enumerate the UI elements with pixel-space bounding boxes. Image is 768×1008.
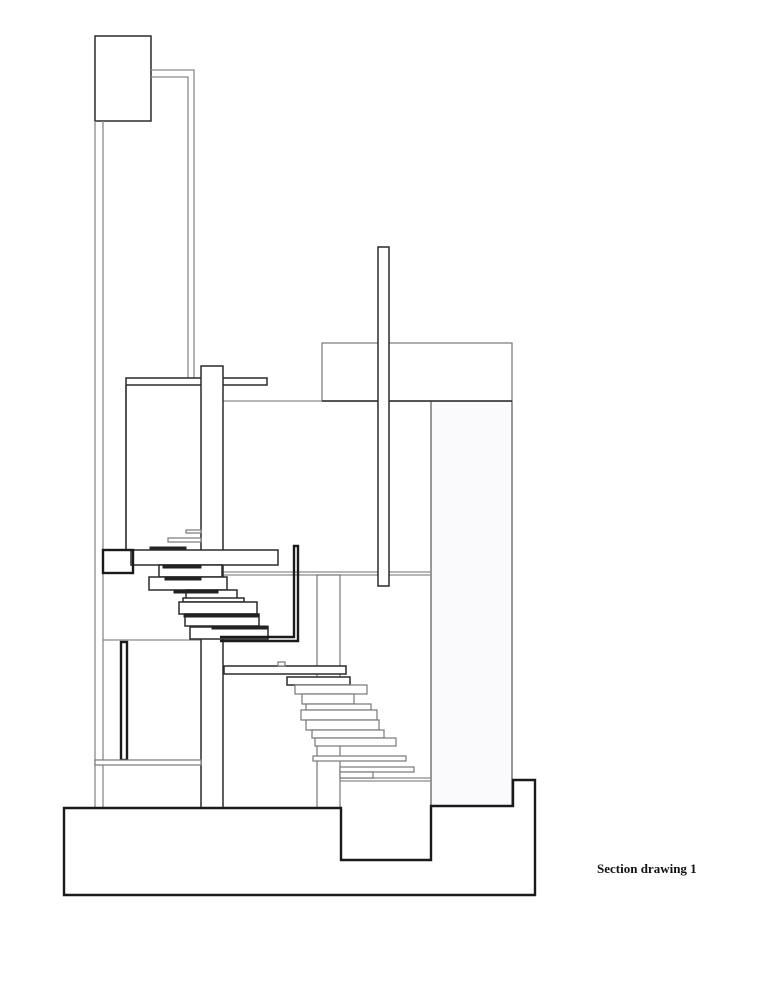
stair-tread [301,693,355,705]
stair-tread [339,766,415,773]
upper-right-box [321,342,513,402]
right-wall [430,400,513,807]
stair-tread [305,719,380,731]
stair-tread [314,737,397,747]
stair-tread [183,613,260,618]
chimney-box [94,35,152,122]
stair-tread [339,771,374,779]
bench [94,759,202,766]
stair-tread [286,676,351,686]
stair-railing [220,544,300,643]
flue-pipe-outer [151,69,195,378]
lower-stair-landing [223,665,347,675]
roof-slab [125,377,268,386]
stair-tread [211,625,269,630]
stair-tread [178,601,258,615]
stair-tread [305,703,372,711]
stair-landing [130,549,279,566]
stair-tread [173,589,219,594]
stair-tread [300,709,378,721]
stair-tread [162,564,202,569]
stair-tread [277,661,286,667]
foundation [62,778,537,897]
stair-tread [312,755,407,762]
drawing-caption: Section drawing 1 [597,861,697,876]
stair-tread [167,537,202,543]
stair-tread [164,576,202,581]
stair-tread [311,729,385,739]
stair-newel-box [101,548,135,575]
vertical-handrail [119,640,129,762]
stair-tread [294,684,368,695]
stair-tread [185,529,202,534]
hanging-bar [377,246,390,587]
flue-pipe-inner [151,76,189,378]
